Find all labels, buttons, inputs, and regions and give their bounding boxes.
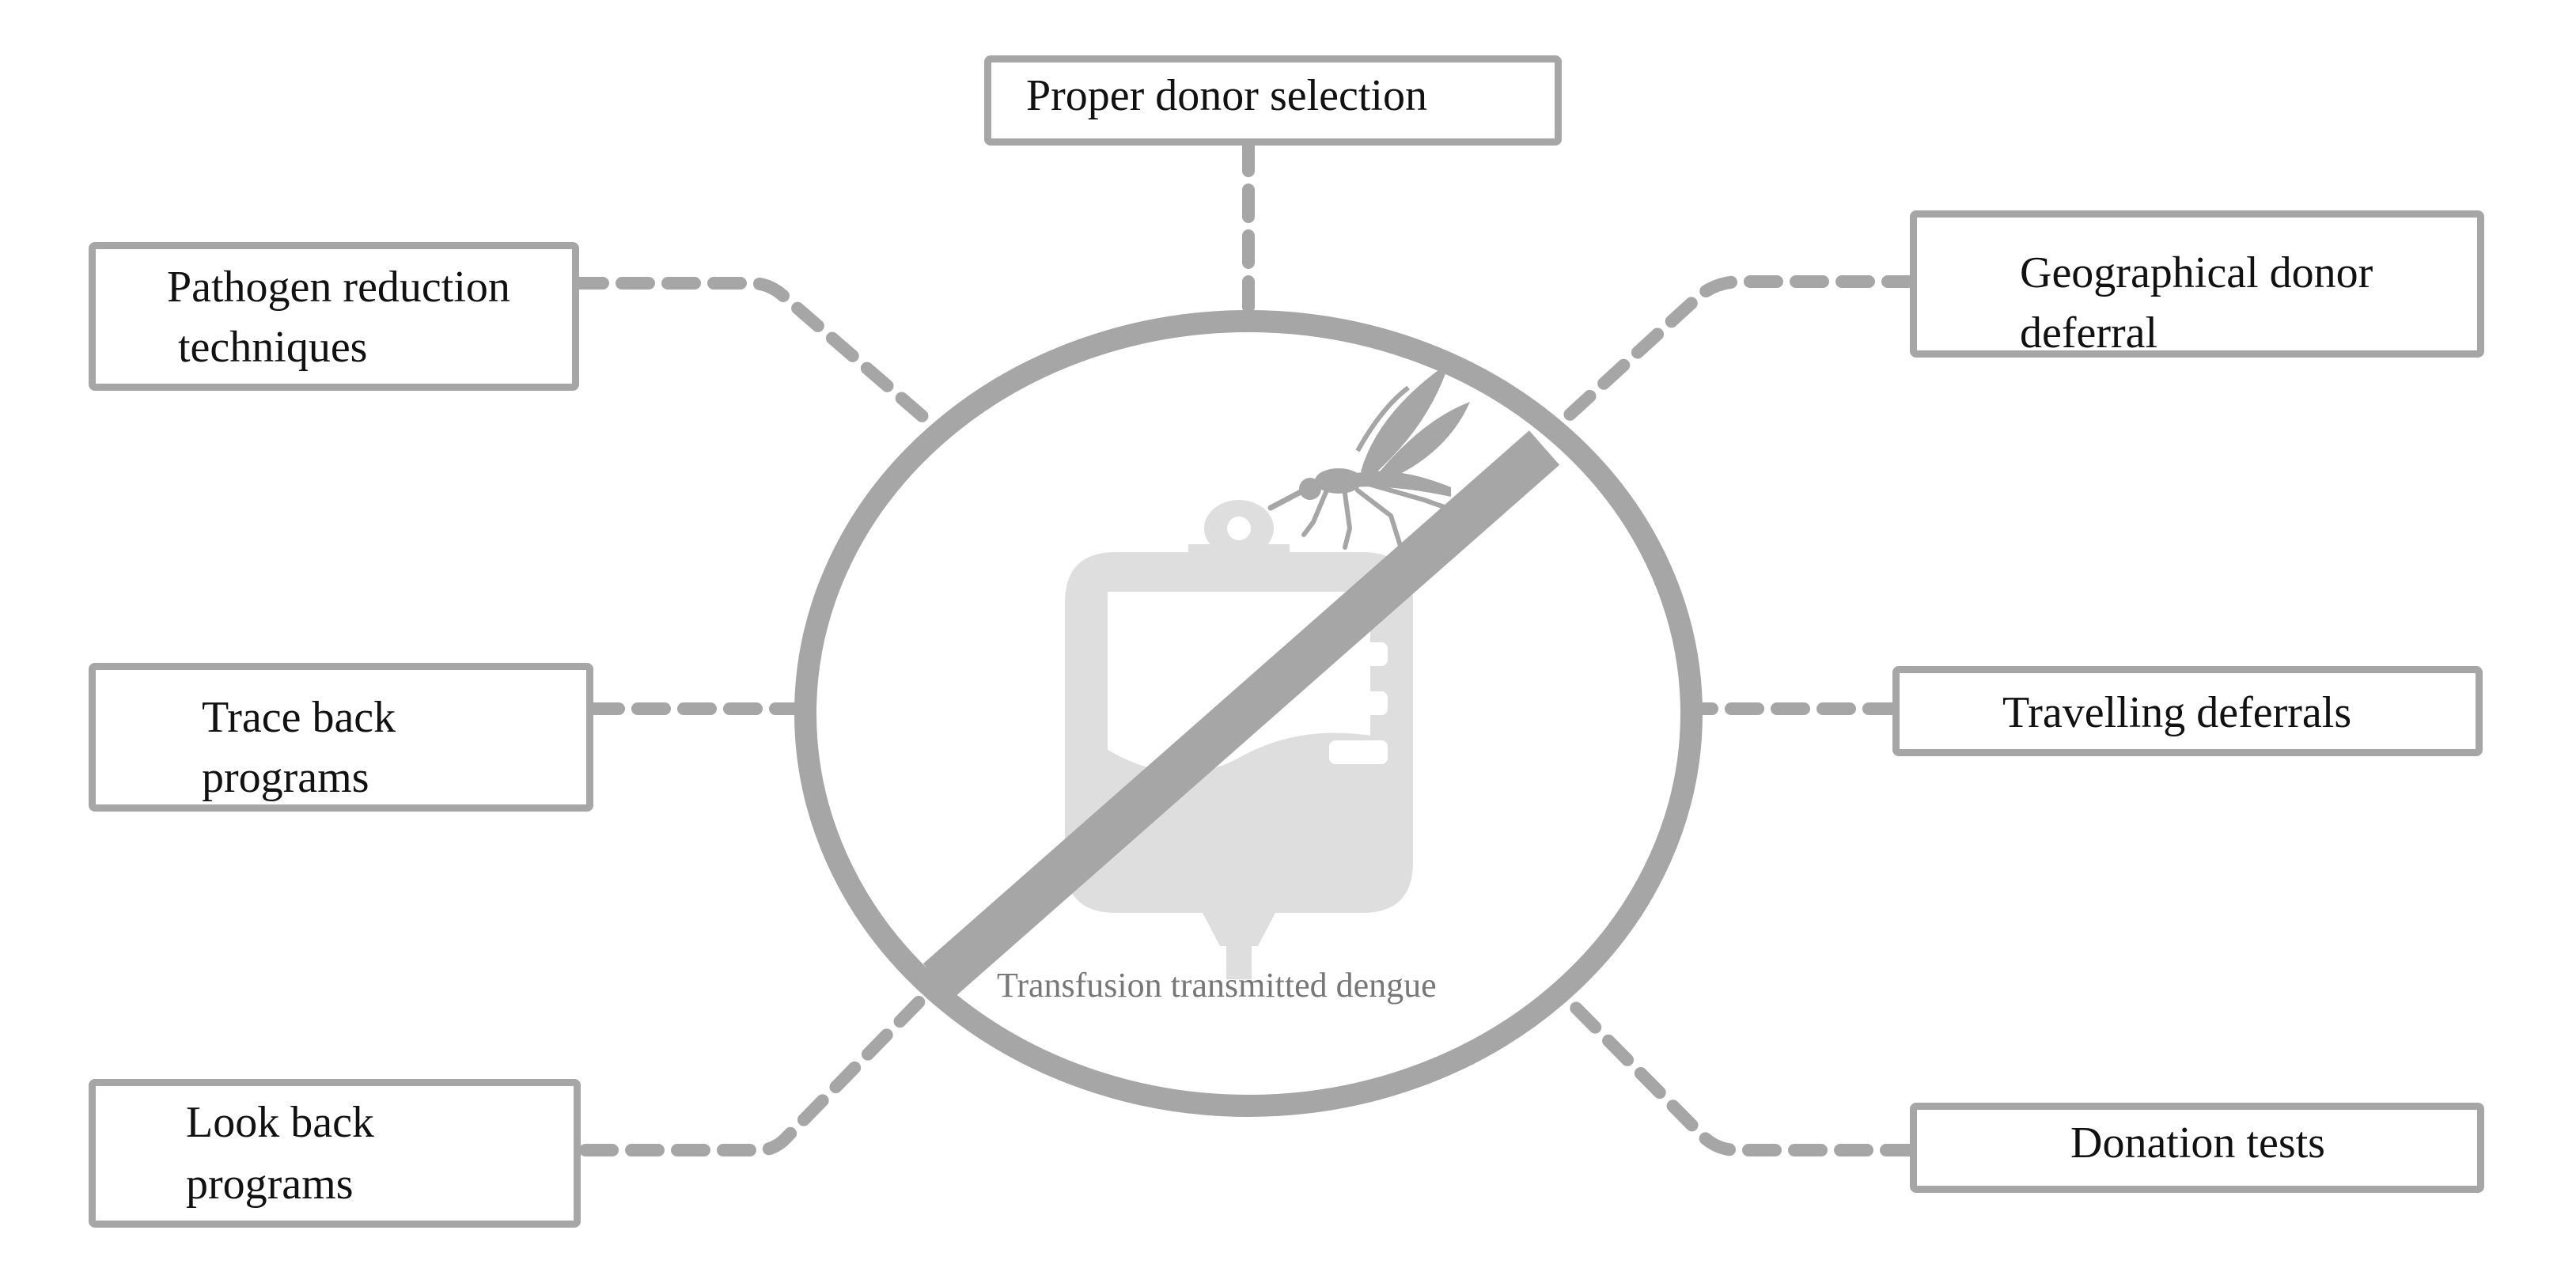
geographical-donor-deferral-box: Geographical donor deferral	[1910, 210, 2484, 358]
geographical-donor-deferral-label-line1: Geographical donor	[2020, 248, 2373, 297]
mosquito-icon	[1267, 362, 1470, 550]
proper-donor-selection-label: Proper donor selection	[1026, 71, 1427, 120]
connector-donation	[1560, 992, 1919, 1156]
donation-tests-box: Donation tests	[1910, 1103, 2484, 1193]
travelling-deferrals-box: Travelling deferrals	[1892, 666, 2483, 756]
look-back-programs-label-line2: programs	[186, 1160, 354, 1209]
geographical-donor-deferral-label-line2: deferral	[2020, 308, 2158, 358]
pathogen-reduction-box: Pathogen reduction techniques	[89, 242, 579, 391]
trace-back-programs-box: Trace back programs	[89, 663, 593, 812]
travelling-deferrals-label: Travelling deferrals	[2002, 688, 2352, 737]
connector-geographical	[1560, 275, 1921, 424]
connector-pathogen	[570, 277, 930, 424]
trace-back-programs-label-line2: programs	[202, 753, 369, 802]
donation-tests-label: Donation tests	[2070, 1118, 2325, 1168]
pathogen-reduction-label-line2: techniques	[178, 323, 368, 372]
proper-donor-selection-box: Proper donor selection	[984, 55, 1562, 146]
connectors	[570, 138, 1921, 1156]
pathogen-reduction-label-line1: Pathogen reduction	[167, 263, 510, 312]
look-back-programs-label-line1: Look back	[186, 1098, 374, 1147]
look-back-programs-box: Look back programs	[89, 1079, 581, 1228]
connector-lookback	[579, 990, 930, 1156]
diagram-caption: Transfusion transmitted dengue	[997, 966, 1437, 1005]
trace-back-programs-label-line1: Trace back	[202, 693, 396, 742]
prohibition-icon	[794, 310, 1703, 1117]
